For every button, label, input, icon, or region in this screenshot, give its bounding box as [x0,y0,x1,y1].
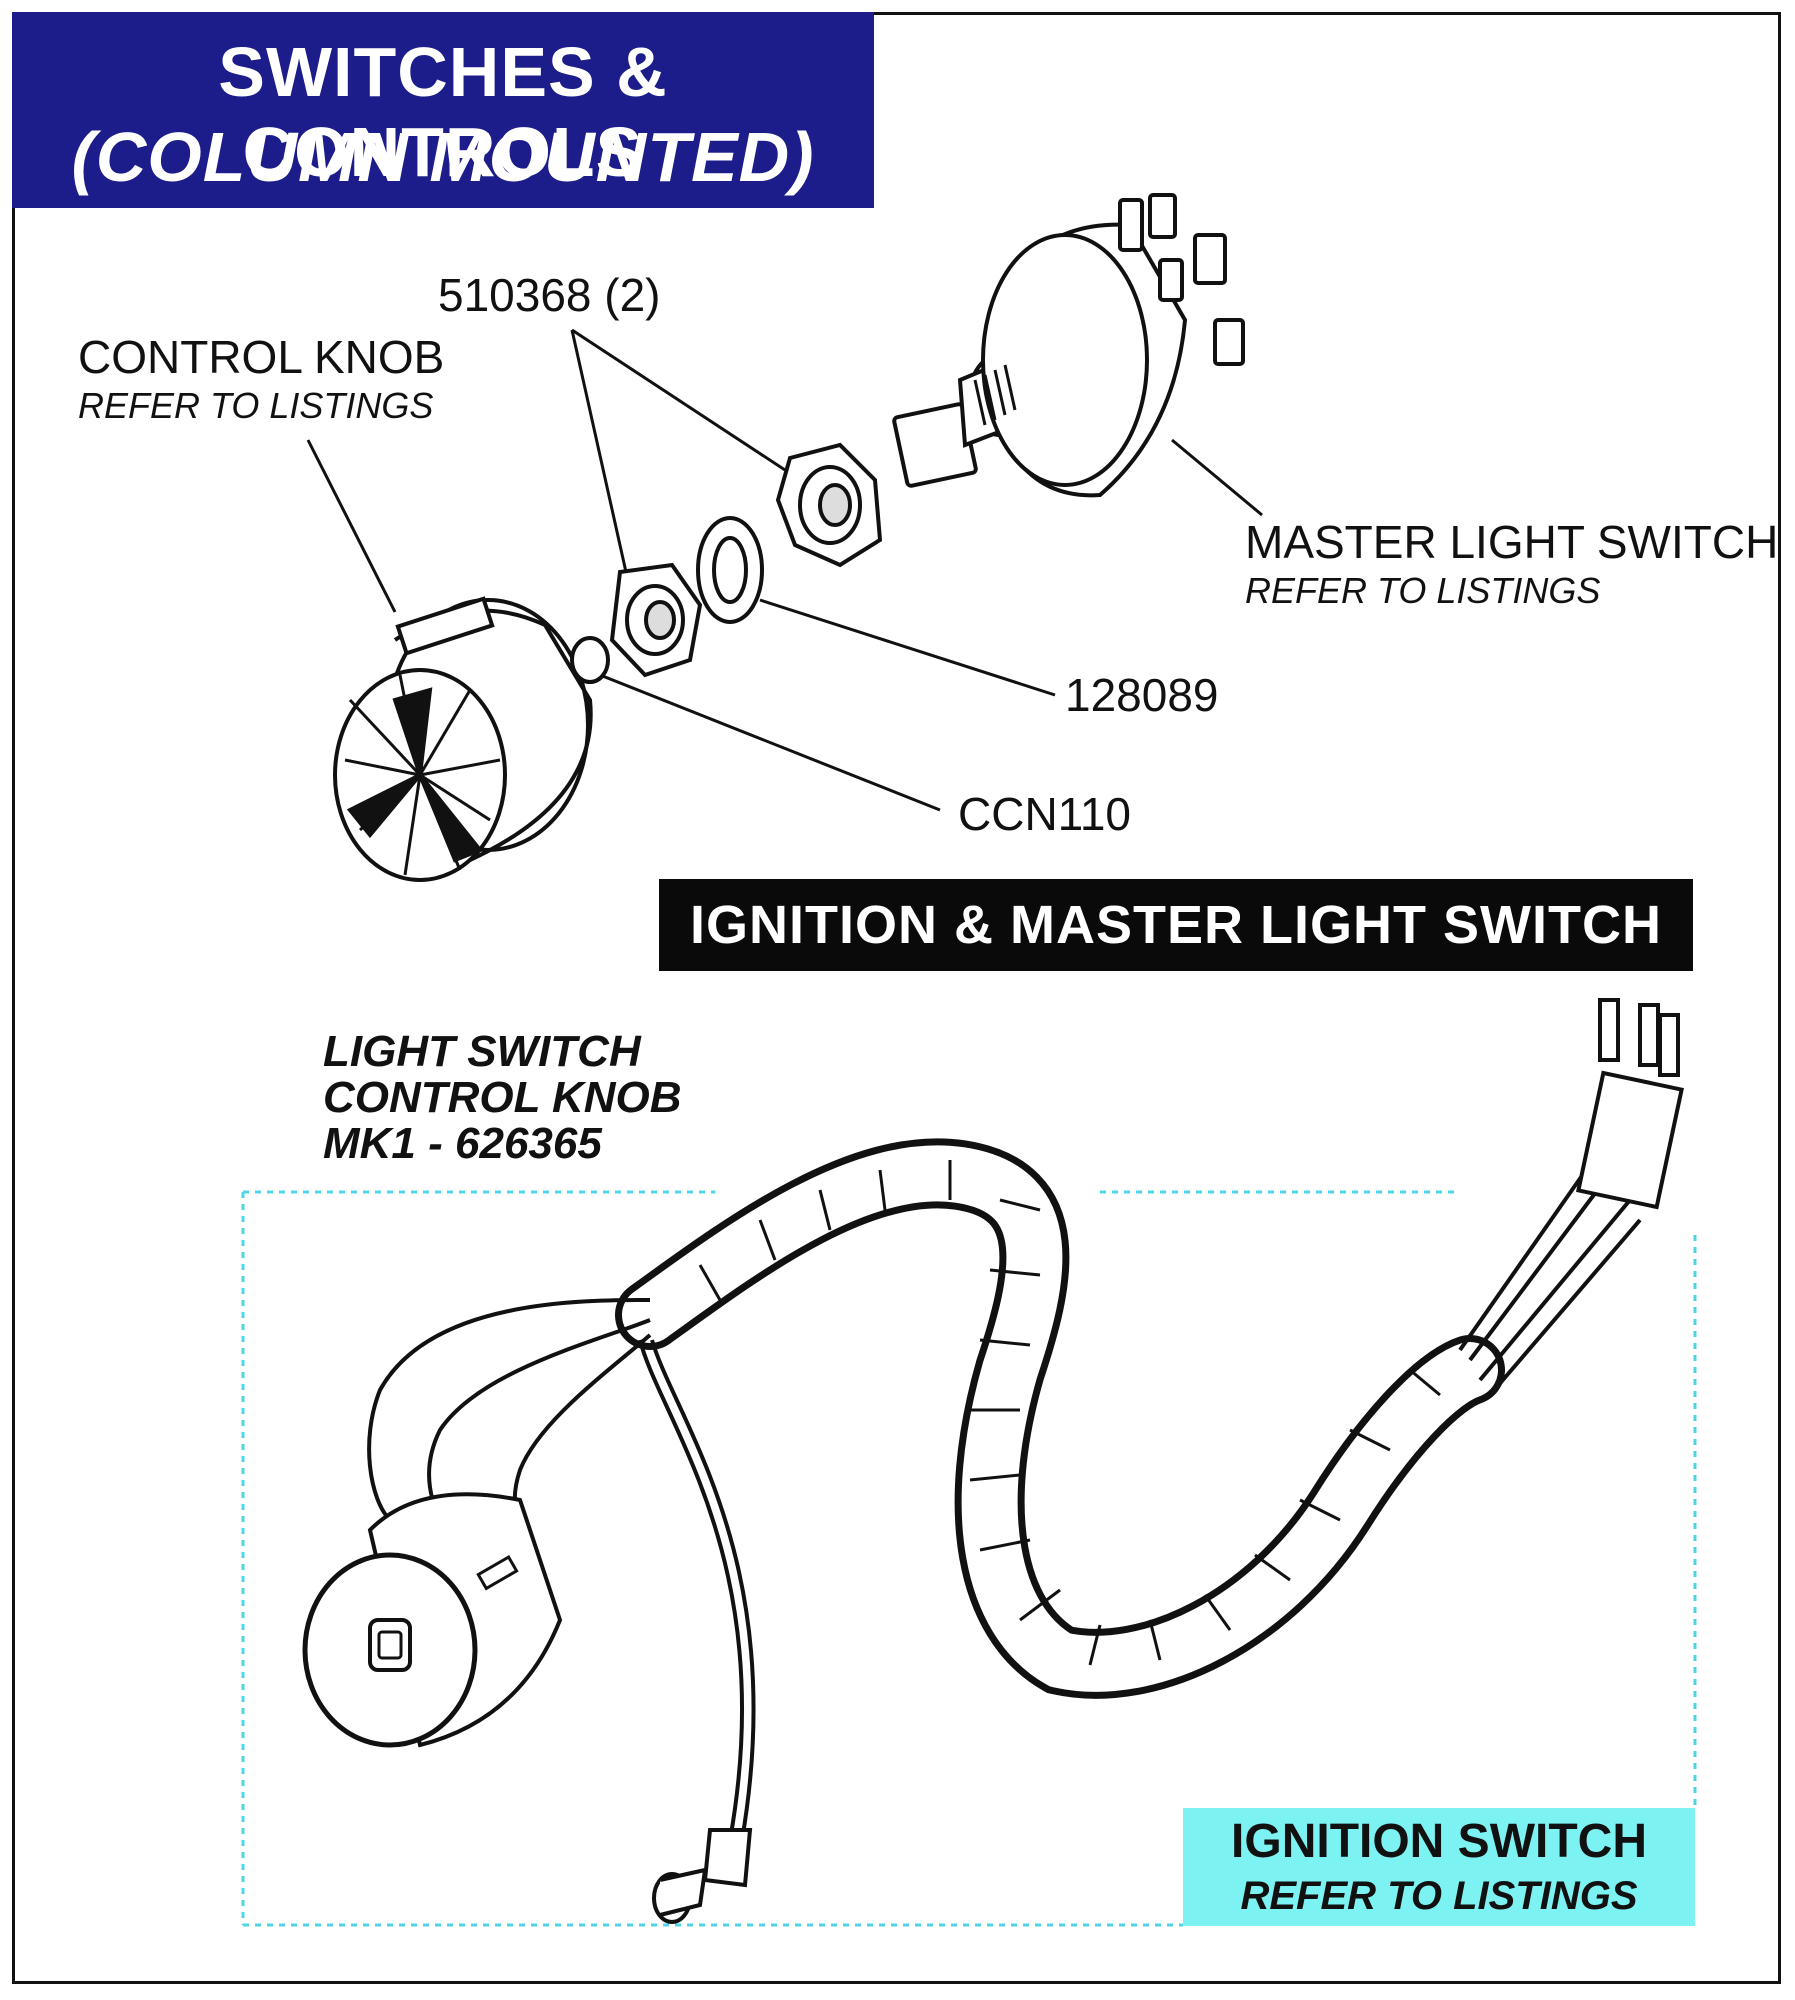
control-knob-label: CONTROL KNOB [78,331,445,383]
title-line-2: (COLUMN MOUNTED) [71,118,815,196]
nut-left-icon [609,562,703,678]
leader-master-switch [1171,438,1263,517]
title-line-1: SWITCHES & CONTROLS [218,33,668,191]
ignition-dotted-border [241,1190,1697,1927]
nut-part-label: 510368 (2) [438,269,661,321]
title-banner: SWITCHES & CONTROLS (COLUMN MOUNTED) [12,12,874,208]
ignition-switch-box: IGNITION SWITCH REFER TO LISTINGS [1183,1808,1695,1926]
leader-washer [759,598,1056,697]
ignition-switch-label: IGNITION SWITCH [1231,1815,1647,1868]
light-knob-line-3: MK1 - 626365 [323,1119,602,1168]
master-switch-label: MASTER LIGHT SWITCH [1245,516,1779,568]
light-knob-line-1: LIGHT SWITCH [323,1027,641,1076]
diagram-frame [12,12,1781,1984]
nut-right-icon [775,442,883,568]
ignition-switch-ref: REFER TO LISTINGS [1240,1874,1638,1918]
leader-nut-left [570,329,632,591]
spacer-icon [570,636,610,684]
ignition-switch-icon [302,998,1684,1924]
control-knob-ref: REFER TO LISTINGS [78,385,434,426]
leader-nut-right [571,328,786,472]
leader-spacer [599,673,941,812]
leader-control-knob [306,439,397,613]
spacer-part-label: CCN110 [958,788,1131,840]
washer-part-label: 128089 [1065,669,1219,721]
section-title-bar: IGNITION & MASTER LIGHT SWITCH [659,879,1693,971]
washer-icon [696,516,764,624]
light-knob-line-2: CONTROL KNOB [323,1073,682,1122]
control-knob-icon [333,596,593,882]
master-switch-ref: REFER TO LISTINGS [1245,570,1601,611]
master-light-switch-icon [892,193,1245,498]
